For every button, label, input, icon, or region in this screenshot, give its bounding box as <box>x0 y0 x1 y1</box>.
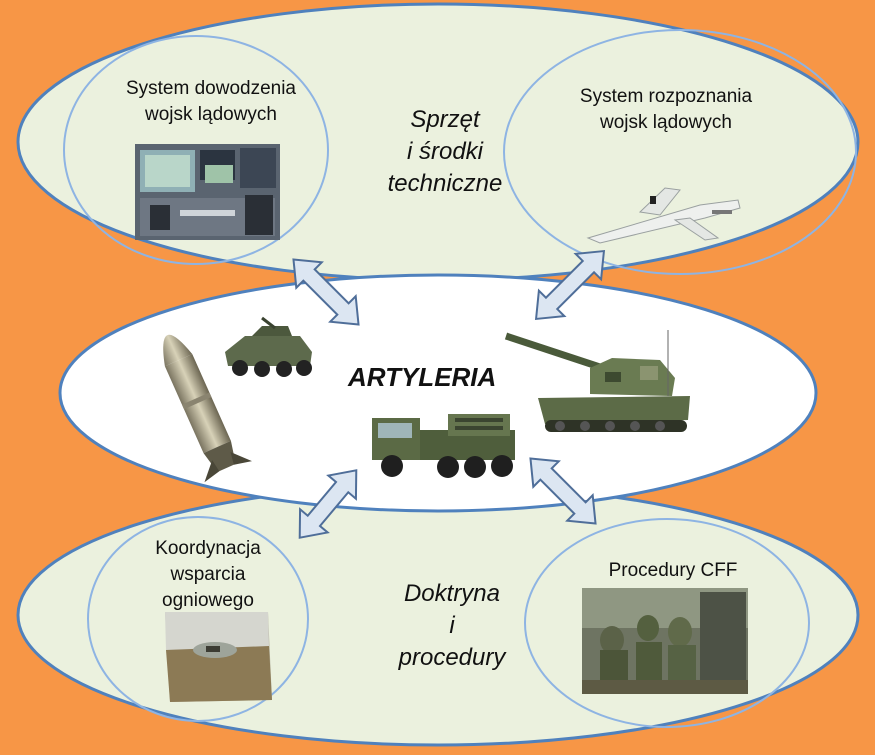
top-right-circle <box>503 29 857 275</box>
uav-drone <box>586 187 741 244</box>
artyleria-title: ARTYLERIA <box>348 362 497 392</box>
bottom-left-circle <box>87 516 309 722</box>
command-console-photo <box>135 144 280 240</box>
soldiers-photo <box>582 588 748 694</box>
artillery-field-photo <box>165 612 272 702</box>
top-center-label: Sprzęt i środki techniczne <box>387 106 503 197</box>
self-propelled-howitzer <box>504 330 690 432</box>
bottom-right-circle <box>524 518 810 728</box>
artillery-shell <box>163 334 252 483</box>
middle-ellipse <box>58 273 818 513</box>
arrow-top-right <box>534 249 606 321</box>
top-left-circle <box>63 35 329 265</box>
rocket-launcher-truck <box>372 414 515 478</box>
bottom-left-label: Koordynacja wsparcia ogniowego <box>155 538 261 611</box>
bottom-center-label: Doktryna i procedury <box>398 580 506 671</box>
arrow-top-left <box>292 258 360 326</box>
wheeled-armored-vehicle <box>225 316 312 377</box>
top-right-label: System rozpoznania wojsk lądowych <box>579 86 753 133</box>
arrow-bottom-right <box>529 457 597 525</box>
bottom-right-label: Procedury CFF <box>608 560 738 581</box>
arrow-bottom-left <box>298 469 358 539</box>
top-left-label: System dowodzenia wojsk lądowych <box>125 78 297 125</box>
